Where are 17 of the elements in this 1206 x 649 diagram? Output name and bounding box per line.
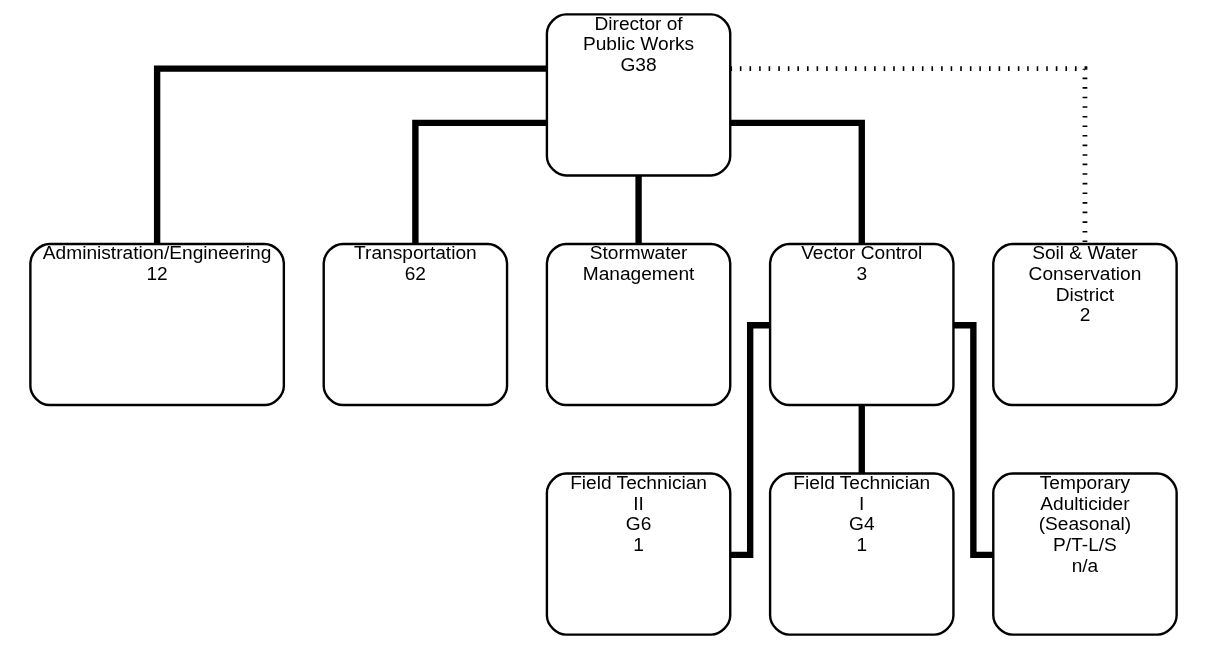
node-box: Field Technician I G4 1 [768, 472, 955, 636]
node-box: Soil & Water Conservation District 2 [991, 242, 1178, 407]
node-box: Director of Public Works G38 [545, 13, 731, 177]
node-box: Field Technician II G6 1 [545, 472, 731, 636]
node-box: Stormwater Management [545, 242, 731, 407]
connector [730, 119, 865, 244]
connector [411, 119, 546, 244]
connector [153, 65, 547, 244]
node-box: Vector Control 3 [768, 242, 955, 407]
connector [953, 322, 993, 559]
node-box: Transportation 62 [322, 242, 508, 407]
connector [730, 322, 770, 559]
connector [730, 66, 1087, 244]
connector [858, 405, 865, 474]
node-box: Temporary Adulticider (Seasonal) P/T-L/S n/a [991, 472, 1178, 636]
node-box: Administration/Engineering 12 [28, 242, 285, 407]
connector [634, 175, 642, 244]
